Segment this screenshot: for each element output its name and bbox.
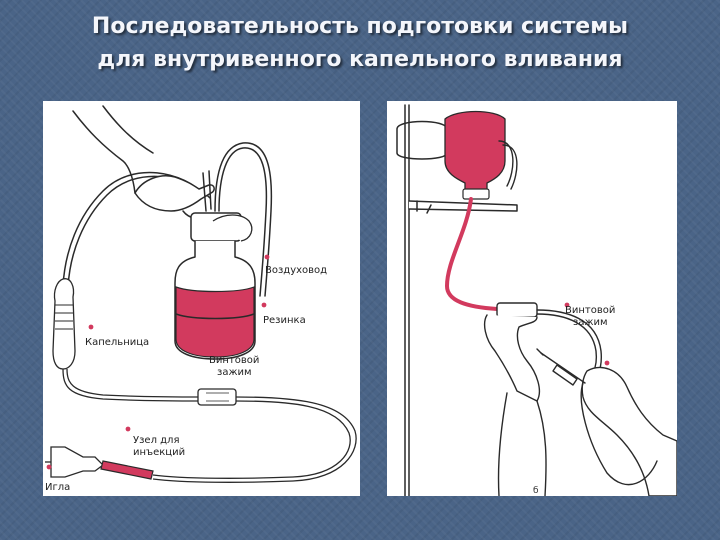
- illustration-bottle-setup: Воздуховод Резинка Капельница Винтовой з…: [43, 101, 360, 496]
- filled-tube: [447, 199, 497, 309]
- label-injection-node-2: инъекций: [133, 447, 185, 458]
- label-air-duct: Воздуховод: [265, 265, 327, 276]
- dropper-chamber: [53, 279, 75, 369]
- screw-clamp-body: [198, 389, 236, 405]
- label-screw-clamp-2: зажим: [217, 367, 252, 378]
- label-dropper: Капельница: [85, 337, 149, 348]
- label-injection-node-1: Узел для: [133, 435, 179, 446]
- label-screw-clamp-1-right: Винтовой: [565, 305, 615, 316]
- hand-top: [135, 176, 214, 211]
- illustration-stand-setup: Винтовой зажим б: [387, 101, 677, 496]
- holder-arm: [409, 201, 517, 211]
- title-line-1: Последовательность подготовки системы: [0, 10, 720, 43]
- injection-node: [101, 461, 153, 479]
- label-rubber: Резинка: [263, 315, 306, 326]
- bottle-liquid: [176, 287, 254, 357]
- screw-clamp: [497, 303, 537, 317]
- tube-right-loop: [153, 397, 356, 482]
- slide-title: Последовательность подготовки системы дл…: [0, 10, 720, 76]
- needle-hub: [51, 447, 103, 477]
- label-screw-clamp-2-right: зажим: [573, 317, 608, 328]
- hand-left: [485, 315, 540, 401]
- page-mark: б: [533, 486, 539, 496]
- label-screw-clamp-1: Винтовой: [209, 355, 259, 366]
- stand-setup-drawing: Винтовой зажим б: [387, 101, 677, 496]
- inverted-bottle: [445, 112, 505, 192]
- label-needle: Игла: [45, 482, 70, 493]
- title-line-2: для внутривенного капельного вливания: [0, 43, 720, 76]
- bottle-setup-drawing: Воздуховод Резинка Капельница Винтовой з…: [43, 101, 360, 496]
- bottle-stopper: [463, 189, 489, 199]
- hand-right: [582, 368, 677, 496]
